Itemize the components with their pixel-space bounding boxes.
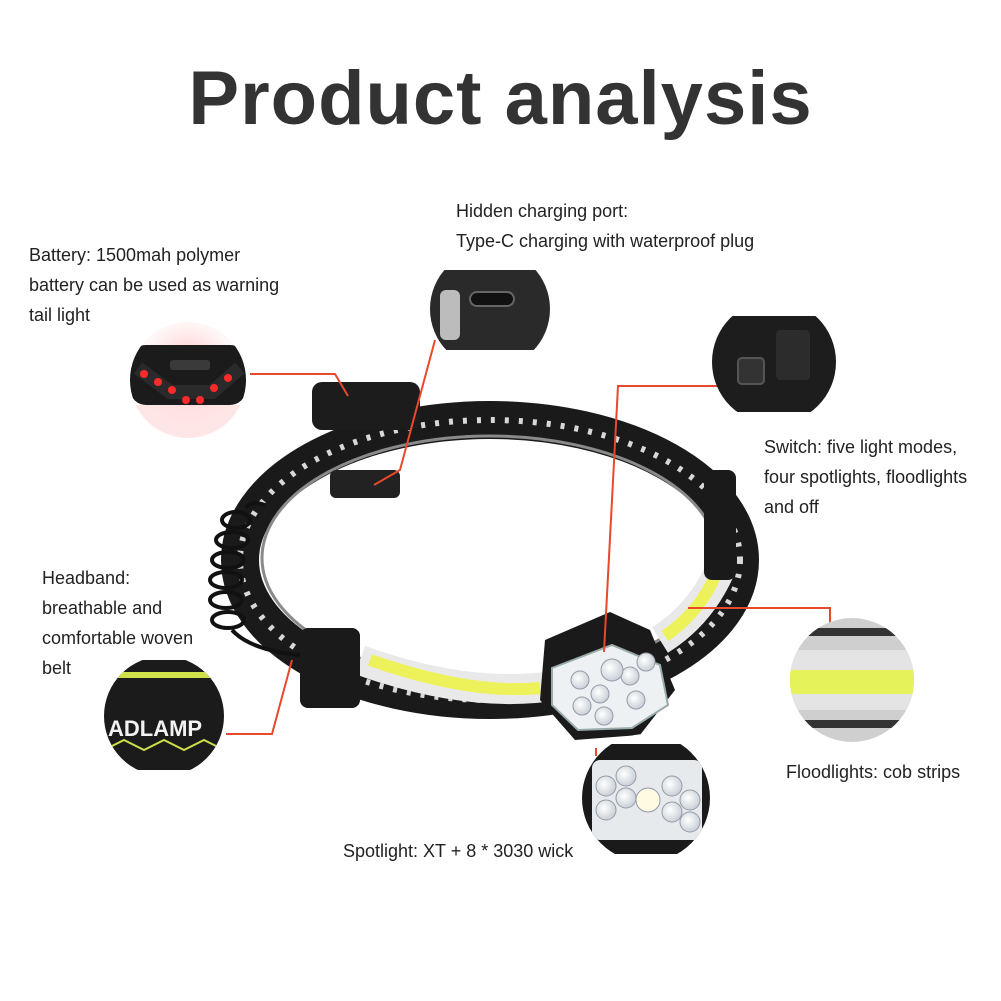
band-text: ADLAMP: [108, 716, 202, 741]
coil-cable: [208, 501, 301, 657]
charging-port-zoom-icon: [430, 249, 550, 369]
headband-callout: Headband: breathable and comfortable wov…: [42, 568, 194, 678]
page-title: Product analysis: [188, 56, 813, 141]
side-clip-left: [300, 628, 360, 708]
lamp-head: [540, 612, 675, 740]
spotlight-callout: Spotlight: XT + 8 * 3030 wick: [343, 841, 574, 861]
battery-pod: [312, 382, 420, 430]
charging-port-callout: Hidden charging port: Type-C charging wi…: [456, 201, 755, 251]
switch-zoom-icon: [712, 300, 836, 424]
floodlights-callout: Floodlights: cob strips: [786, 762, 961, 782]
side-clip-right: [704, 470, 736, 580]
battery-callout: Battery: 1500mah polymer battery can be …: [29, 245, 280, 325]
floodlights-zoom-icon: [790, 618, 914, 742]
headband-zoom-icon: ADLAMP: [104, 656, 224, 776]
spotlight-zoom-icon: [582, 734, 710, 862]
switch-callout: Switch: five light modes, four spotlight…: [764, 437, 968, 517]
battery-zoom-icon: [130, 322, 246, 438]
